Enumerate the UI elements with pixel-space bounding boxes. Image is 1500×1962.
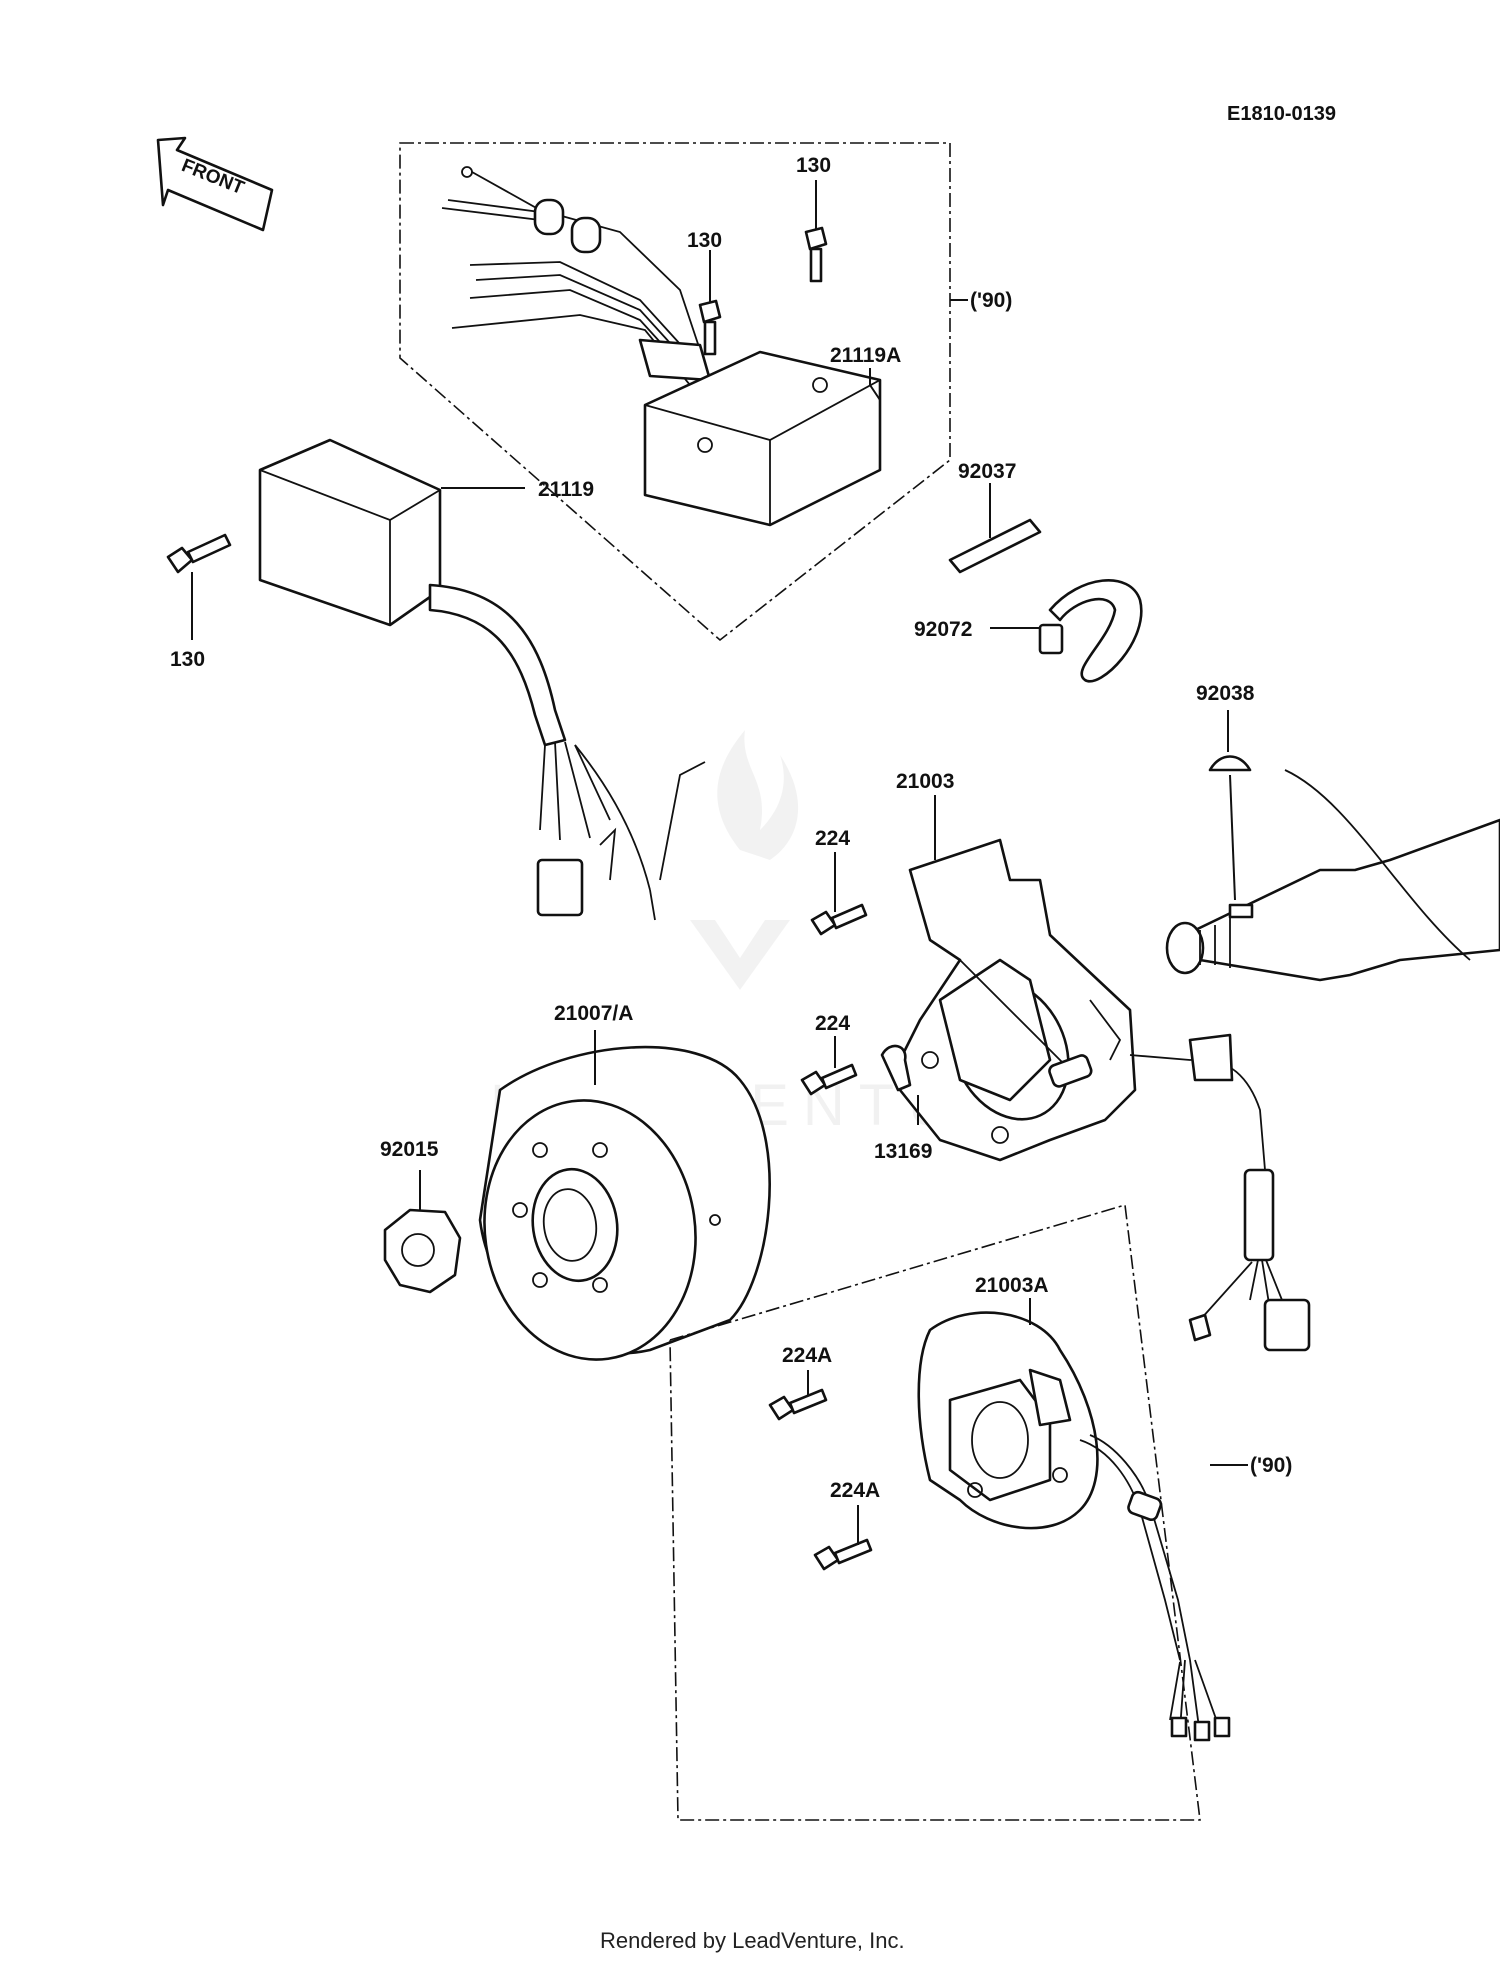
footer-credit: Rendered by LeadVenture, Inc. [600,1928,905,1953]
callout-13169: 13169 [874,1140,932,1163]
callout-224-a: 224 [815,827,850,850]
part-92015: 92015 [380,1138,462,1294]
part-21119: 21119 [258,438,706,921]
callout-224a-b: 224A [830,1479,880,1502]
bolt-130-mid-icon: 130 [687,229,722,356]
callout-92038: 92038 [1196,682,1255,705]
callout-21003a: 21003A [975,1274,1049,1297]
group-box-1990-bottom: ('90) [669,1203,1292,1821]
part-92037: 92037 [948,460,1042,574]
callout-90-bottom: ('90) [1250,1454,1292,1477]
front-arrow-icon: FRONT [156,136,274,232]
callout-224a-a: 224A [782,1344,832,1367]
part-21119a: 21119A [643,344,901,527]
callout-21119a: 21119A [830,344,901,367]
screw-224-b-icon: 224 [800,1012,858,1096]
part-92072: 92072 [914,579,1143,683]
callout-21119: 21119 [538,478,594,501]
bolt-130-top-icon: 130 [796,154,831,283]
part-21119a-wires [441,166,712,386]
callout-92015: 92015 [380,1138,439,1161]
part-21003: 21003 [896,770,1311,1352]
part-13169: 13169 [874,1044,932,1163]
group-box-1990-top: ('90) [399,142,1012,642]
part-92038: 92038 [1196,682,1255,901]
callout-90-top: ('90) [970,289,1012,312]
callout-21003: 21003 [896,770,954,793]
screw-224a-a-icon: 224A [768,1344,832,1421]
part-21007: 21007/A [478,1002,771,1361]
bolt-130-left-icon: 130 [166,533,232,671]
callout-21007: 21007/A [554,1002,633,1025]
screw-224-a-icon: 224 [810,827,868,936]
screw-224a-b-icon: 224A [813,1479,880,1571]
callout-92072: 92072 [914,618,972,641]
diagram-code: E1810-0139 [1227,103,1336,125]
callout-130-mid: 130 [687,229,722,252]
callout-130-top: 130 [796,154,831,177]
callout-130-left: 130 [170,648,205,671]
callout-224-b: 224 [815,1012,850,1035]
callout-92037: 92037 [958,460,1016,483]
part-21003a: 21003A [917,1274,1231,1742]
part-crankshaft [1165,769,1500,982]
